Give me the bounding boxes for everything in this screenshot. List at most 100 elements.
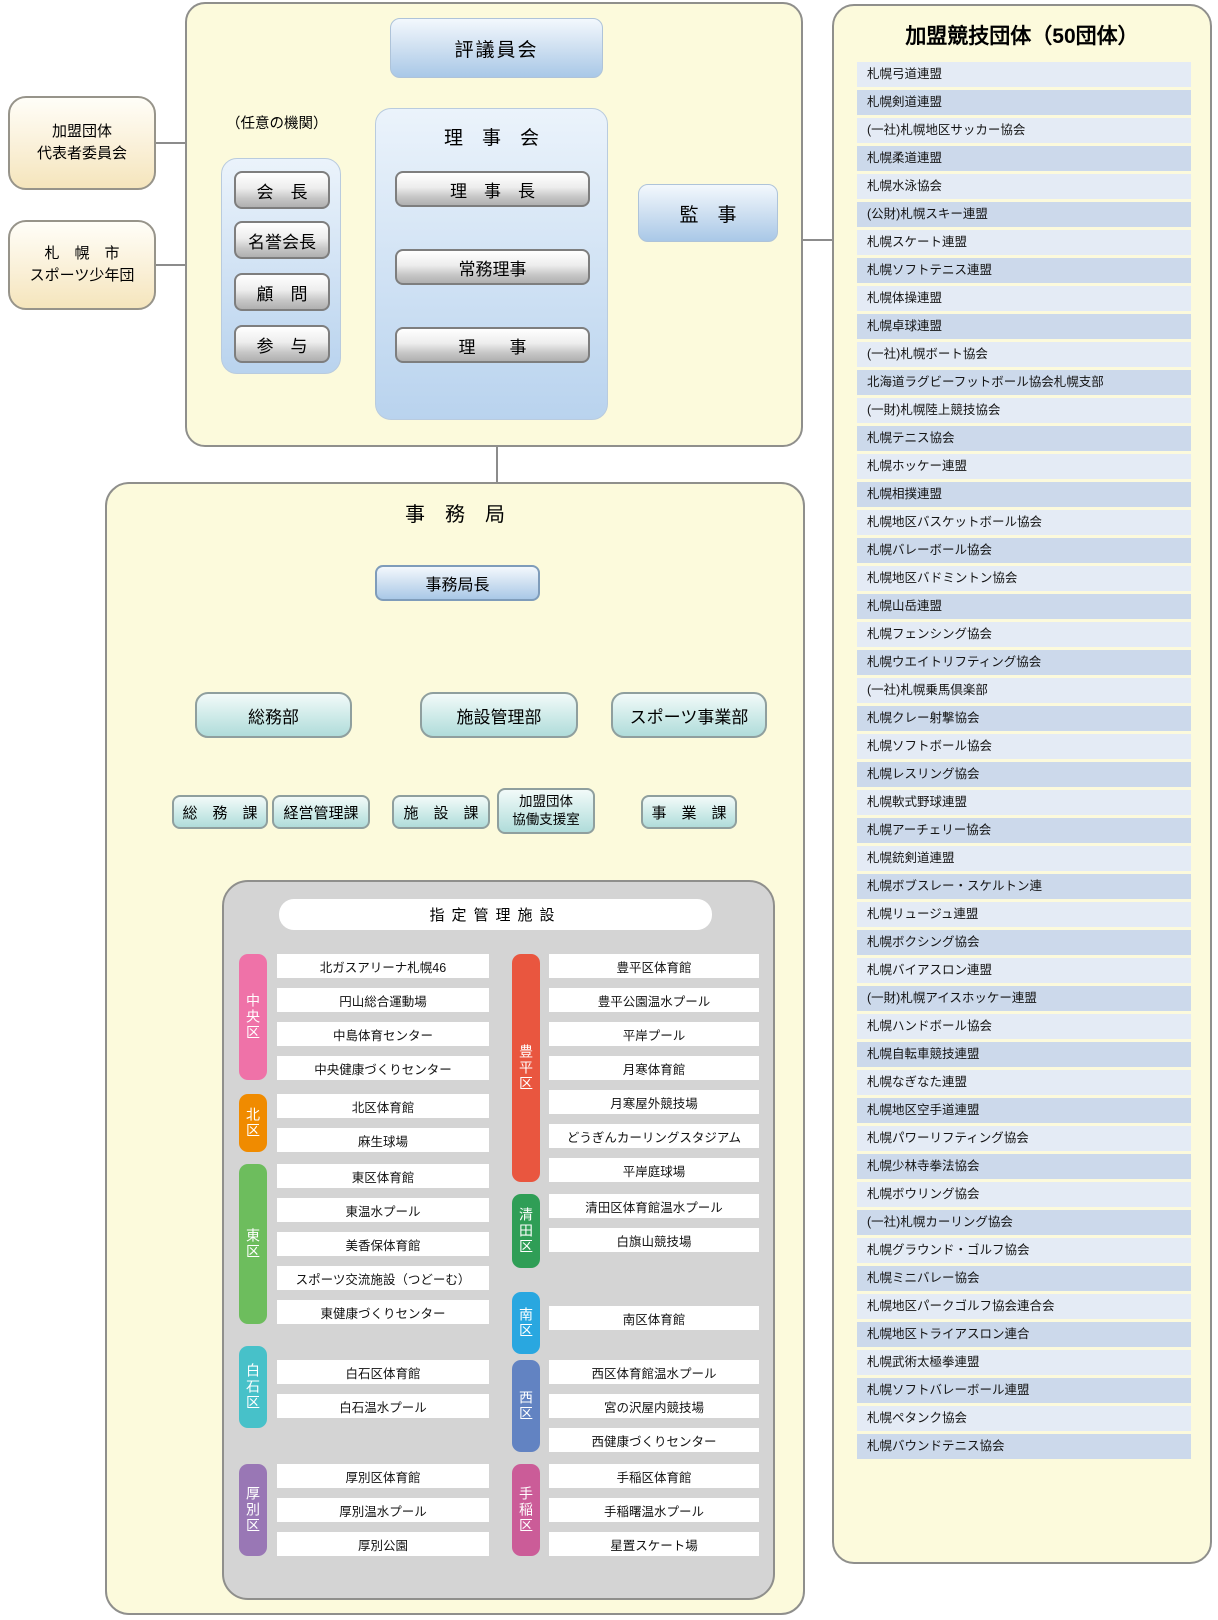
connector-line	[496, 447, 498, 482]
ward-label: 中央区	[239, 954, 267, 1080]
general-affairs-section-box: 総 務 課	[172, 795, 268, 829]
member-org-row: 札幌山岳連盟	[857, 594, 1191, 619]
secretariat-director-box: 事務局長	[375, 565, 540, 601]
member-rep-committee-line1: 加盟団体	[51, 123, 112, 141]
honorary-chairman-box: 名誉会長	[234, 221, 330, 259]
member-org-row: 札幌地区パークゴルフ協会連合会	[857, 1294, 1191, 1319]
ward-label: 南区	[512, 1292, 540, 1354]
facility-row: 平岸プール	[549, 1022, 759, 1046]
designated-facilities-title: 指定管理施設	[279, 899, 712, 930]
facility-row: 星置スケート場	[549, 1532, 759, 1556]
facility-row: 南区体育館	[549, 1306, 759, 1330]
member-org-row: 札幌地区バスケットボール協会	[857, 510, 1191, 535]
sports-youth-group-line1: 札 幌 市	[44, 245, 120, 263]
ward-label: 清田区	[512, 1194, 540, 1268]
management-section-box: 経営管理課	[272, 795, 370, 829]
facility-row: 白旗山競技場	[549, 1228, 759, 1252]
member-org-row: (公財)札幌スキー連盟	[857, 202, 1191, 227]
member-org-row: 札幌水泳協会	[857, 174, 1191, 199]
member-org-row: 札幌地区バドミントン協会	[857, 566, 1191, 591]
facility-row: スポーツ交流施設（つどーむ）	[277, 1266, 489, 1290]
optional-organs-note: （任意の機関）	[226, 116, 328, 132]
managing-director-box: 常務理事	[395, 249, 590, 285]
board-title: 理 事 会	[443, 128, 539, 149]
sports-youth-group-box: 札 幌 市 スポーツ少年団	[8, 220, 156, 310]
facility-row: 手稲曙温水プール	[549, 1498, 759, 1522]
ward-label: 白石区	[239, 1346, 267, 1428]
ward-label: 北区	[239, 1094, 267, 1152]
member-org-row: 札幌地区トライアスロン連合	[857, 1322, 1191, 1347]
facility-row: 手稲区体育館	[549, 1464, 759, 1488]
auditor-box: 監 事	[638, 184, 778, 242]
connector-line	[156, 264, 185, 266]
officers-group: 会 長 名誉会長 顧 問 参 与	[221, 158, 341, 374]
facility-section-box: 施 設 課	[392, 795, 490, 829]
member-org-row: 札幌卓球連盟	[857, 314, 1191, 339]
member-org-row: 札幌テニス協会	[857, 426, 1191, 451]
facility-row: 月寒体育館	[549, 1056, 759, 1080]
facility-row: 白石区体育館	[277, 1360, 489, 1384]
member-org-row: 札幌軟式野球連盟	[857, 790, 1191, 815]
member-org-row: 札幌クレー射撃協会	[857, 706, 1191, 731]
council-box: 評議員会	[390, 18, 603, 78]
facility-row: 北ガスアリーナ札幌46	[277, 954, 489, 978]
member-org-row: 札幌フェンシング協会	[857, 622, 1191, 647]
chairman-box: 会 長	[234, 171, 330, 209]
member-support-office-line2: 協働支援室	[512, 812, 580, 827]
facility-row: 東区体育館	[277, 1164, 489, 1188]
facility-row: 西健康づくりセンター	[549, 1428, 759, 1452]
member-org-row: 札幌自転車競技連盟	[857, 1042, 1191, 1067]
member-support-office-box: 加盟団体 協働支援室	[497, 788, 595, 834]
member-org-list: 札幌弓道連盟札幌剣道連盟(一社)札幌地区サッカー協会札幌柔道連盟札幌水泳協会(公…	[857, 62, 1191, 1462]
member-org-row: (一社)札幌地区サッカー協会	[857, 118, 1191, 143]
member-org-row: 札幌ボウリング協会	[857, 1182, 1191, 1207]
member-org-row: 札幌剣道連盟	[857, 90, 1191, 115]
facility-row: 月寒屋外競技場	[549, 1090, 759, 1114]
facility-row: 清田区体育館温水プール	[549, 1194, 759, 1218]
facility-row: 豊平公園温水プール	[549, 988, 759, 1012]
member-org-row: 札幌ウエイトリフティング協会	[857, 650, 1191, 675]
facility-row: 白石温水プール	[277, 1394, 489, 1418]
member-org-row: 札幌ソフトテニス連盟	[857, 258, 1191, 283]
director-box: 理 事	[395, 327, 590, 363]
member-org-row: 札幌グラウンド・ゴルフ協会	[857, 1238, 1191, 1263]
member-org-row: 札幌レスリング協会	[857, 762, 1191, 787]
facility-row: 中島体育センター	[277, 1022, 489, 1046]
member-org-row: 札幌武術太極拳連盟	[857, 1350, 1191, 1375]
connector-line	[156, 142, 185, 144]
member-org-row: 札幌銃剣道連盟	[857, 846, 1191, 871]
board-chair-box: 理 事 長	[395, 171, 590, 207]
facility-row: 美香保体育館	[277, 1232, 489, 1256]
member-org-row: 札幌体操連盟	[857, 286, 1191, 311]
facility-row: 中央健康づくりセンター	[277, 1056, 489, 1080]
member-org-row: 札幌バウンドテニス協会	[857, 1434, 1191, 1459]
facility-row: 北区体育館	[277, 1094, 489, 1118]
member-org-row: 札幌弓道連盟	[857, 62, 1191, 87]
facility-management-dept-box: 施設管理部	[420, 692, 578, 738]
facility-row: 麻生球場	[277, 1128, 489, 1152]
member-rep-committee-line2: 代表者委員会	[36, 145, 127, 162]
member-org-row: 札幌バイアスロン連盟	[857, 958, 1191, 983]
member-org-row: 札幌パワーリフティング協会	[857, 1126, 1191, 1151]
facility-row: 豊平区体育館	[549, 954, 759, 978]
facility-row: 西区体育館温水プール	[549, 1360, 759, 1384]
facility-row: 厚別区体育館	[277, 1464, 489, 1488]
member-org-row: 札幌なぎなた連盟	[857, 1070, 1191, 1095]
member-org-row: 札幌リュージュ連盟	[857, 902, 1191, 927]
facility-row: 東温水プール	[277, 1198, 489, 1222]
member-org-row: (一社)札幌乗馬倶楽部	[857, 678, 1191, 703]
member-org-title: 加盟競技団体（50団体）	[905, 25, 1139, 48]
member-support-office-line1: 加盟団体	[519, 794, 573, 810]
member-org-row: 札幌ミニバレー協会	[857, 1266, 1191, 1291]
member-org-row: 札幌地区空手道連盟	[857, 1098, 1191, 1123]
member-org-row: 札幌ソフトバレーボール連盟	[857, 1378, 1191, 1403]
business-section-box: 事 業 課	[641, 795, 737, 829]
sports-youth-group-line2: スポーツ少年団	[29, 267, 135, 284]
ward-label: 厚別区	[239, 1464, 267, 1556]
facility-row: 宮の沢屋内競技場	[549, 1394, 759, 1418]
facility-row: 平岸庭球場	[549, 1158, 759, 1182]
secretariat-title: 事 務 局	[405, 504, 505, 526]
member-org-row: 札幌ホッケー連盟	[857, 454, 1191, 479]
general-affairs-dept-box: 総務部	[195, 692, 352, 738]
